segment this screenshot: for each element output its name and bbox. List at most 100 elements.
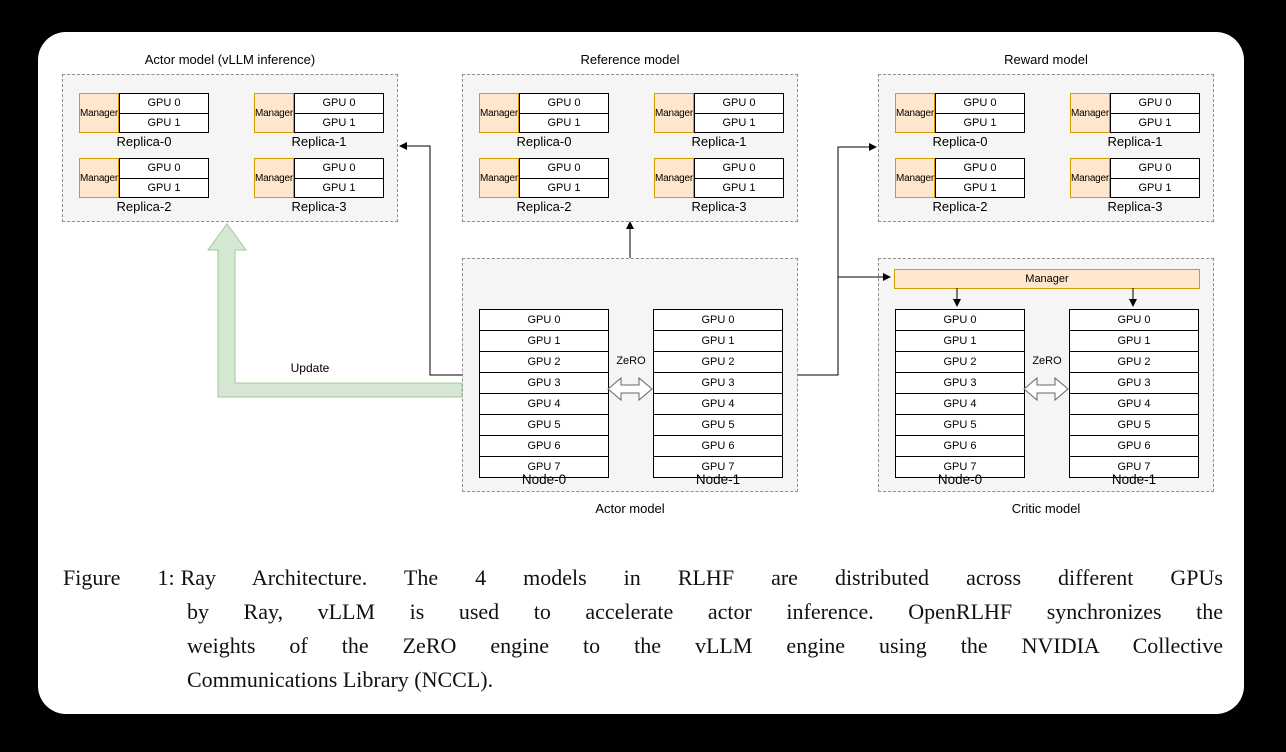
replica-label: Replica-0 [116,134,172,149]
gpu-box: GPU 5 [480,414,608,435]
manager-box: Manager [654,93,694,133]
gpu-box: GPU 6 [654,435,782,456]
gpu-box: GPU 1 [1070,330,1198,351]
gpu-box: GPU 0 [147,97,181,110]
gpu-box: GPU 1 [896,330,1024,351]
manager-box: Manager [254,158,294,198]
gpu-box: GPU 3 [654,372,782,393]
replica: Manager GPU 0 GPU 1 [1070,93,1200,133]
panel-title-actor-train: Actor model [595,501,665,516]
gpu-box: GPU 2 [1070,351,1198,372]
replica-label: Replica-2 [116,199,172,214]
caption-line: weights of the ZeRO engine to the vLLM e… [187,633,1223,658]
gpu-box: GPU 3 [1070,372,1198,393]
manager-box: Manager [79,158,119,198]
replica: Manager GPU 0 GPU 1 [895,93,1025,133]
replica-label: Replica-1 [691,134,747,149]
replica: Manager GPU 0 GPU 1 [254,93,384,133]
gpu-box: GPU 7 [1070,456,1198,477]
manager-box: Manager [479,158,519,198]
replica: Manager GPU 0 GPU 1 [895,158,1025,198]
manager-box: Manager [895,158,935,198]
gpu-box: GPU 0 [1117,314,1151,326]
gpu-box: GPU 0 [322,162,356,175]
node-label: Node-0 [937,472,983,487]
gpu-group: GPU 0 GPU 1 [1110,158,1200,198]
replica-label: Replica-3 [291,199,347,214]
replica: Manager GPU 0 GPU 1 [479,93,609,133]
manager-bar: Manager [894,269,1200,289]
gpu-group: GPU 0 GPU 1 [694,93,784,133]
manager-box: Manager [1070,93,1110,133]
gpu-group: GPU 0 GPU 1 [519,158,609,198]
gpu-box: GPU 0 [722,97,756,110]
gpu-group: GPU 0 GPU 1 [1110,93,1200,133]
gpu-box: GPU 0 [527,314,561,326]
replica: Manager GPU 0 GPU 1 [1070,158,1200,198]
gpu-box: GPU 1 [120,177,208,198]
caption-line: Communications Library (NCCL). [187,667,494,692]
manager-box: Manager [895,93,935,133]
gpu-box: GPU 0 [943,314,977,326]
replica: Manager GPU 0 GPU 1 [79,158,209,198]
gpu-box: GPU 3 [896,372,1024,393]
gpu-box: GPU 6 [896,435,1024,456]
gpu-box: GPU 1 [936,177,1024,198]
panel-title-reference: Reference model [580,52,680,67]
panel-reward: Manager GPU 0 GPU 1 Replica-0 Manager GP… [878,74,1214,222]
replica-label: Replica-2 [516,199,572,214]
panel-title-reward: Reward model [1004,52,1088,67]
gpu-box: GPU 1 [480,330,608,351]
gpu-box: GPU 1 [520,112,608,133]
gpu-box: GPU 1 [695,112,783,133]
gpu-group: GPU 0 GPU 1 [294,158,384,198]
gpu-box: GPU 6 [480,435,608,456]
node-box: GPU 0 GPU 1 GPU 2 GPU 3 GPU 4 GPU 5 GPU … [653,309,783,478]
replica-label: Replica-2 [932,199,988,214]
caption-label: Figure 1: [63,565,175,590]
zero-label: ZeRO [1032,355,1062,367]
gpu-box: GPU 1 [1111,112,1199,133]
gpu-box: GPU 0 [547,162,581,175]
manager-box: Manager [654,158,694,198]
gpu-box: GPU 0 [147,162,181,175]
gpu-box: GPU 5 [1070,414,1198,435]
gpu-box: GPU 7 [654,456,782,477]
gpu-box: GPU 2 [654,351,782,372]
panel-reference: Manager GPU 0 GPU 1 Replica-0 Manager GP… [462,74,798,222]
gpu-box: GPU 1 [295,112,383,133]
replica-label: Replica-3 [1107,199,1163,214]
gpu-box: GPU 1 [1111,177,1199,198]
node-label: Node-1 [1111,472,1157,487]
replica: Manager GPU 0 GPU 1 [479,158,609,198]
gpu-group: GPU 0 GPU 1 [694,158,784,198]
node-label: Node-0 [521,472,567,487]
gpu-box: GPU 7 [480,456,608,477]
gpu-group: GPU 0 GPU 1 [935,93,1025,133]
manager-box: Manager [254,93,294,133]
manager-box: Manager [1070,158,1110,198]
gpu-box: GPU 0 [322,97,356,110]
gpu-box: GPU 0 [1138,162,1172,175]
replica-label: Replica-0 [516,134,572,149]
replica-label: Replica-3 [691,199,747,214]
panel-actor-train: GPU 0 GPU 1 GPU 2 GPU 3 GPU 4 GPU 5 GPU … [462,258,798,492]
gpu-box: GPU 6 [1070,435,1198,456]
gpu-group: GPU 0 GPU 1 [119,93,209,133]
gpu-box: GPU 0 [1138,97,1172,110]
replica: Manager GPU 0 GPU 1 [79,93,209,133]
replica-label: Replica-1 [291,134,347,149]
node-label: Node-1 [695,472,741,487]
panel-critic: Manager GPU 0 GPU 1 GPU 2 GPU 3 GPU 4 GP… [878,258,1214,492]
manager-box: Manager [479,93,519,133]
caption-text: Ray Architecture. The 4 models in RLHF a… [180,565,1223,590]
node-box: GPU 0 GPU 1 GPU 2 GPU 3 GPU 4 GPU 5 GPU … [895,309,1025,478]
gpu-box: GPU 0 [963,162,997,175]
gpu-group: GPU 0 GPU 1 [935,158,1025,198]
gpu-box: GPU 2 [896,351,1024,372]
gpu-box: GPU 3 [480,372,608,393]
node-box: GPU 0 GPU 1 GPU 2 GPU 3 GPU 4 GPU 5 GPU … [1069,309,1199,478]
replica: Manager GPU 0 GPU 1 [254,158,384,198]
figure-caption: Figure 1:Ray Architecture. The 4 models … [63,561,1223,697]
